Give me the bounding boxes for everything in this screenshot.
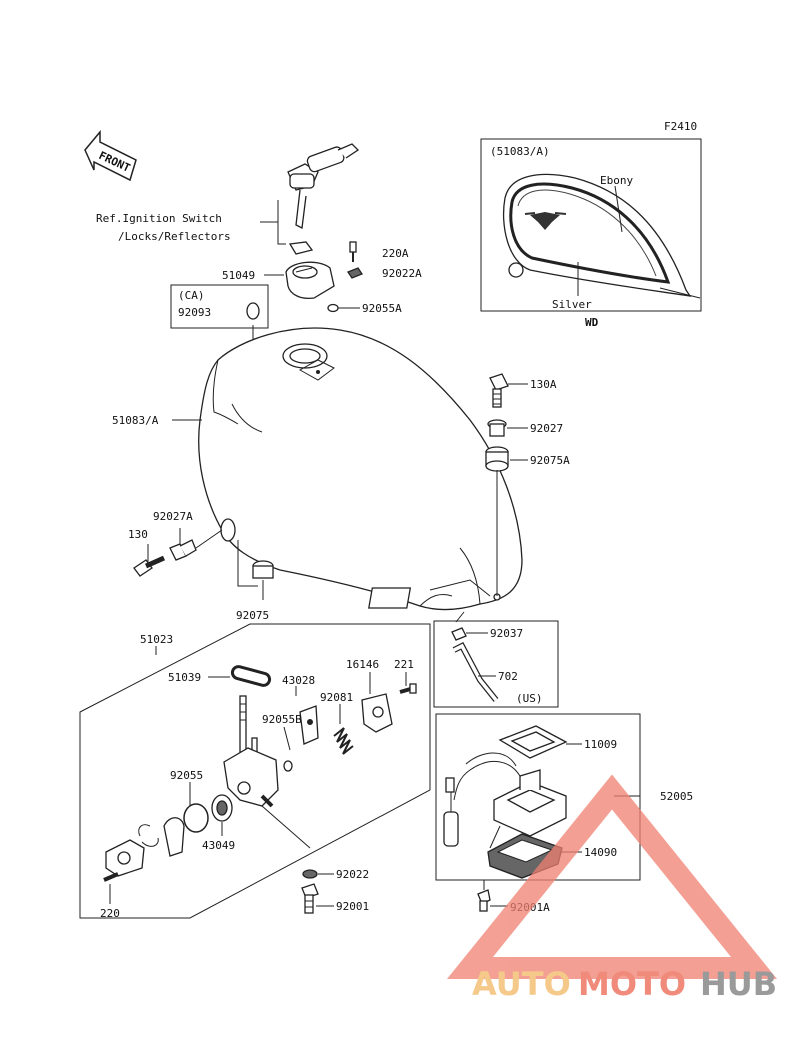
lock-grommet <box>288 241 314 255</box>
watermark-hub: HUB <box>700 965 777 1003</box>
bolt-92001a <box>477 889 491 912</box>
washer-92022 <box>302 869 318 879</box>
inset-color-box: (51083/A) Ebony Silver WD <box>480 138 702 329</box>
callout-130: 130 <box>128 528 148 541</box>
gasket-51039 <box>230 665 272 687</box>
callout-92055: 92055 <box>170 769 203 782</box>
callout-220a: 220A <box>382 247 409 260</box>
oring-92055 <box>183 803 209 833</box>
fuel-tank-51083a <box>198 327 523 611</box>
callout-51039: 51039 <box>168 671 201 684</box>
cap-51049 <box>285 261 335 300</box>
bolt-130a <box>489 373 509 408</box>
callout-51049: 51049 <box>222 269 255 282</box>
callout-ca: (CA) <box>178 289 205 302</box>
callout-11009: 11009 <box>584 738 617 751</box>
callout-43028: 43028 <box>282 674 315 687</box>
callout-43049: 43049 <box>202 839 235 852</box>
callout-92075a: 92075A <box>530 454 570 467</box>
spring-92081 <box>333 727 354 755</box>
callout-ignition-ref-1: Ref.Ignition Switch <box>96 212 222 225</box>
ebony-label: Ebony <box>600 174 633 187</box>
tank-emblem-icon <box>524 212 567 230</box>
cap-92093 <box>246 302 260 320</box>
oring-92055b <box>283 760 293 772</box>
callout-92075: 92075 <box>236 609 269 622</box>
ca-box <box>170 284 269 329</box>
callout-92022: 92022 <box>336 868 369 881</box>
callout-92027: 92027 <box>530 422 563 435</box>
collar-92027 <box>487 419 507 437</box>
callout-702: 702 <box>498 670 518 683</box>
watermark-auto: AUTO <box>472 965 571 1003</box>
screw-220 <box>103 872 119 882</box>
callout-92093: 92093 <box>178 306 211 319</box>
damper-92075a <box>485 446 509 472</box>
watermark-logo <box>446 774 778 979</box>
watermark-triangle-icon <box>446 774 778 979</box>
wd-label: WD <box>585 316 599 329</box>
callout-130a: 130A <box>530 378 557 391</box>
us-hose-box <box>433 620 559 708</box>
screw-220a <box>349 241 357 262</box>
fuel-pump-body <box>443 752 567 847</box>
seal-43049 <box>211 794 233 822</box>
callout-us: (US) <box>516 692 543 705</box>
front-arrow-icon: FRONT <box>84 129 137 182</box>
clamp-92037 <box>451 627 467 641</box>
watermark-moto: MOTO <box>578 965 686 1003</box>
fuel-cock-assembly-frame <box>79 623 431 919</box>
strainer-cup <box>138 817 185 857</box>
silver-label: Silver <box>552 298 592 311</box>
callout-16146: 16146 <box>346 658 379 671</box>
callout-92081: 92081 <box>320 691 353 704</box>
callout-92037: 92037 <box>490 627 523 640</box>
damper-92075 <box>252 560 274 579</box>
washer-92022a <box>347 267 363 279</box>
callout-221: 221 <box>394 658 414 671</box>
ignition-keys-icon <box>287 143 360 229</box>
callout-ignition-ref-2: /Locks/Reflectors <box>118 230 231 243</box>
callout-92022a: 92022A <box>382 267 422 280</box>
callout-92055b: 92055B <box>262 713 302 726</box>
oring-92055a <box>327 303 339 313</box>
callout-92055a: 92055A <box>362 302 402 315</box>
bolt-130 <box>133 555 166 577</box>
callout-92027a: 92027A <box>153 510 193 523</box>
collar-92027a <box>169 539 197 561</box>
lever-16146 <box>361 693 393 733</box>
flange-gasket <box>105 839 145 877</box>
callout-220: 220 <box>100 907 120 920</box>
gasket-11009 <box>498 725 568 759</box>
callout-52005: 52005 <box>660 790 693 803</box>
callout-51023: 51023 <box>140 633 173 646</box>
fuel-valve-body <box>223 695 311 849</box>
callout-14090: 14090 <box>584 846 617 859</box>
plate-43028 <box>299 705 319 745</box>
callout-92001: 92001 <box>336 900 369 913</box>
inset-title: (51083/A) <box>490 145 550 158</box>
callout-51083a: 51083/A <box>112 414 159 427</box>
bolt-92001 <box>301 883 319 914</box>
figure-code: F2410 <box>664 120 697 133</box>
screw-221 <box>399 683 417 694</box>
